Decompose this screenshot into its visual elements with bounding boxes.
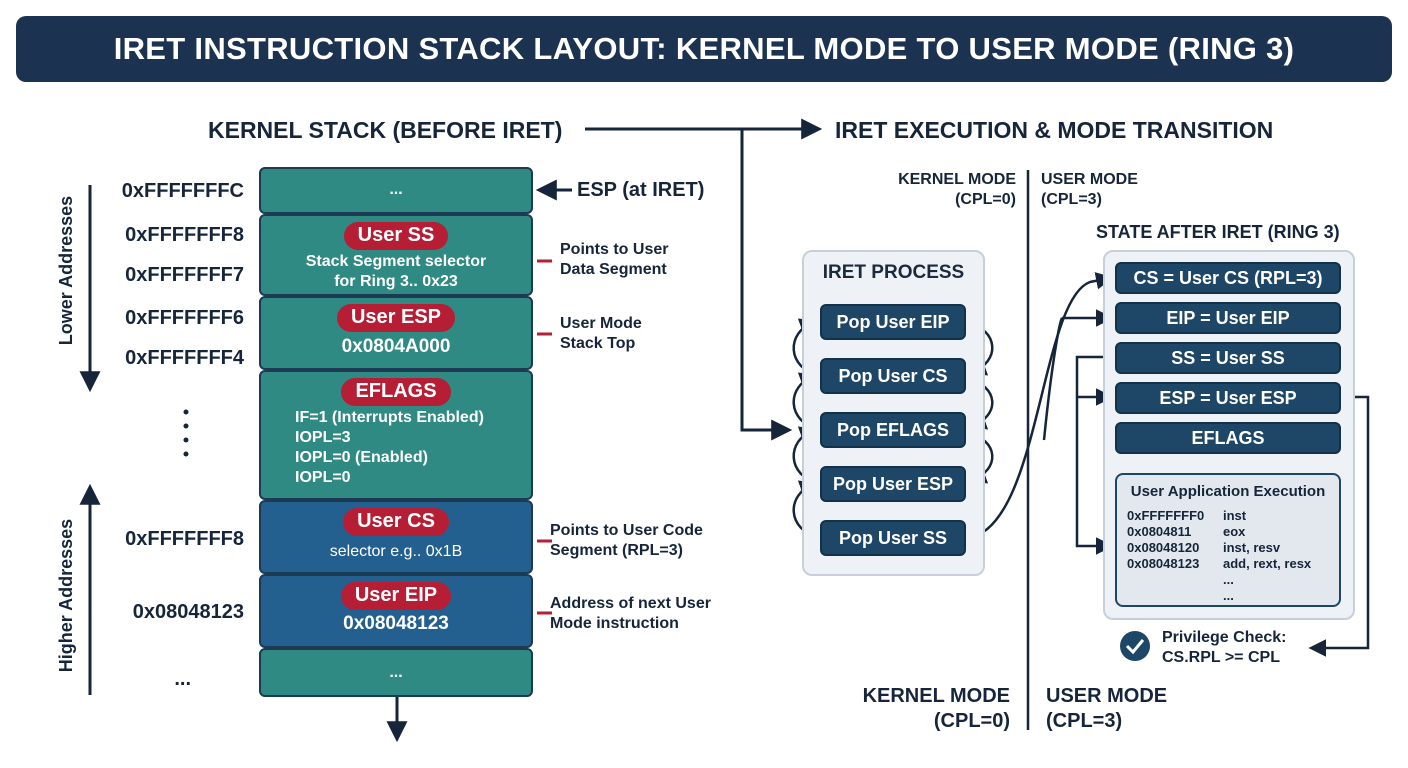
iret-process-title: IRET PROCESS (822, 262, 965, 283)
pop-user-cs-step: Pop User CS (820, 358, 966, 394)
stack-cell-user-eip: User EIP 0x08048123 (259, 574, 533, 648)
pop-eflags-step: Pop EFLAGS (820, 412, 966, 448)
pop-user-ss-step: Pop User SS (820, 520, 966, 556)
address-label: 0xFFFFFFF7 (125, 264, 244, 286)
stack-cell-bottom: ... (259, 648, 533, 697)
state-cs: CS = User CS (RPL=3) (1115, 262, 1341, 294)
eflags-line-4: IOPL=0 (295, 469, 351, 486)
state-ss: SS = User SS (1115, 342, 1341, 374)
user-app-title: User Application Execution (1130, 483, 1326, 500)
stack-cell-top: ... (259, 167, 533, 214)
address-label: ... (174, 668, 191, 690)
stack-cell-user-esp: User ESP 0x0804A000 (259, 296, 533, 370)
ellipsis-text: ... (389, 664, 403, 681)
state-after-iret-title: STATE AFTER IRET (RING 3) (1096, 222, 1340, 242)
user-ss-pill: User SS (343, 222, 449, 250)
state-eip: EIP = User EIP (1115, 302, 1341, 334)
state-esp: ESP = User ESP (1115, 382, 1341, 414)
pop-user-esp-step: Pop User ESP (820, 466, 966, 502)
state-eflags: EFLAGS (1115, 422, 1341, 454)
pop-user-eip-step: Pop User EIP (820, 304, 966, 340)
address-label: 0xFFFFFFF8 (125, 224, 244, 246)
eflags-line-1: IF=1 (Interrupts Enabled) (295, 409, 484, 426)
user-mode-bottom-label: USER MODE(CPL=3) (1046, 685, 1168, 732)
privilege-check-label: Privilege Check:CS.RPL >= CPL (1162, 629, 1287, 666)
app-address-column: 0xFFFFFFF0 0x0804811 0x08048120 0x080481… (1127, 508, 1205, 571)
stack-cell-eflags: EFLAGS IF=1 (Interrupts Enabled) IOPL=3 … (259, 370, 533, 500)
address-label: 0xFFFFFFF6 (125, 307, 244, 329)
user-esp-value: 0x0804A000 (341, 336, 451, 357)
ellipsis-text: ... (389, 181, 403, 198)
esp-at-iret-label: ESP (at IRET) (577, 179, 705, 201)
address-label: 0xFFFFFFF4 (125, 347, 244, 369)
note-ticks (537, 259, 552, 615)
user-ss-desc-2: for Ring 3.. 0x23 (334, 273, 458, 290)
eflags-pill: EFLAGS (341, 378, 451, 406)
user-ss-desc-1: Stack Segment selector (305, 253, 487, 270)
kernel-mode-top-label: KERNEL MODE(CPL=0) (898, 171, 1016, 208)
user-cs-desc: selector e.g.. 0x1B (329, 543, 463, 560)
eflags-line-2: IOPL=3 (295, 429, 351, 446)
address-label: 0xFFFFFFFC (121, 180, 244, 202)
iret-execution-heading: IRET EXECUTION & MODE TRANSITION (835, 117, 1274, 143)
stack-cell-user-ss: User SS Stack Segment selector for Ring … (259, 214, 533, 296)
user-eip-value: 0x08048123 (343, 613, 449, 634)
check-icon (1120, 631, 1150, 661)
user-esp-pill: User ESP (336, 304, 456, 332)
user-mode-top-label: USER MODE(CPL=3) (1041, 171, 1138, 208)
title-banner: IRET INSTRUCTION STACK LAYOUT: KERNEL MO… (16, 16, 1392, 82)
app-instruction-column: inst eox inst, resv add, rext, resx ... … (1223, 508, 1312, 603)
user-cs-pill: User CS (343, 508, 449, 536)
eflags-line-3: IOPL=0 (Enabled) (295, 449, 428, 466)
user-eip-pill: User EIP (340, 582, 452, 610)
address-label: 0x08048123 (132, 601, 244, 623)
kernel-mode-bottom-label: KERNEL MODE(CPL=0) (862, 685, 1010, 732)
user-app-box: User Application Execution 0xFFFFFFF0 0x… (1115, 473, 1341, 607)
stack-cell-user-cs: User CS selector e.g.. 0x1B (259, 500, 533, 574)
address-label: 0xFFFFFFF8 (125, 528, 244, 550)
stack-to-process-arrow (740, 129, 793, 441)
kernel-stack-heading: KERNEL STACK (BEFORE IRET) (208, 117, 563, 143)
